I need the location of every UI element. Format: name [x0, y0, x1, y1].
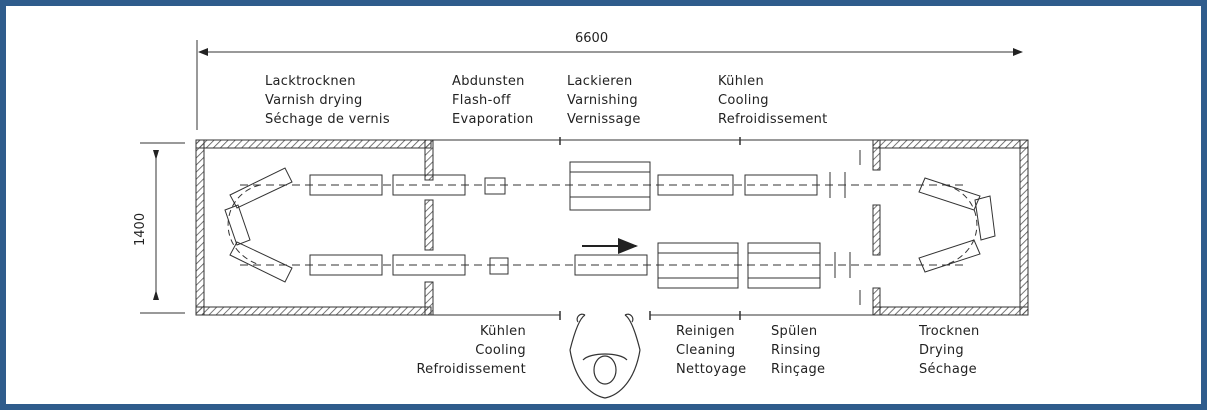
label-line: Abdunsten [452, 74, 525, 89]
label-line: Drying [919, 343, 964, 358]
label-line: Lackieren [567, 74, 633, 89]
label-flash-off: Abdunsten Flash-off Evaporation [452, 72, 534, 129]
label-line: Kühlen [479, 324, 526, 339]
label-line: Cooling [718, 93, 769, 108]
conveyor-track [227, 184, 978, 266]
label-line: Séchage de vernis [265, 112, 390, 127]
label-line: Evaporation [452, 112, 534, 127]
label-line: Kühlen [718, 74, 765, 89]
label-cooling-top: Kühlen Cooling Refroidissement [718, 72, 828, 129]
label-line: Trocknen [919, 324, 980, 339]
label-cleaning: Reinigen Cleaning Nettoyage [676, 322, 746, 379]
label-line: Vernissage [567, 112, 641, 127]
label-line: Séchage [919, 362, 977, 377]
label-varnish-drying: Lacktrocknen Varnish drying Séchage de v… [265, 72, 390, 129]
label-line: Rinçage [771, 362, 826, 377]
label-line: Lacktrocknen [265, 74, 356, 89]
operator-figure [569, 313, 641, 399]
label-line: Rinsing [771, 343, 821, 358]
label-line: Refroidissement [718, 112, 828, 127]
label-rinsing: Spülen Rinsing Rinçage [771, 322, 825, 379]
bottom-row-carriers [309, 242, 851, 289]
label-line: Nettoyage [676, 362, 747, 377]
label-line: Varnish drying [265, 93, 363, 108]
right-turn-carriers [918, 177, 996, 273]
label-line: Refroidissement [416, 362, 526, 377]
label-line: Spülen [771, 324, 818, 339]
label-cooling-bottom: Kühlen Cooling Refroidissement [398, 322, 526, 379]
width-dimension-label: 1400 [133, 212, 148, 246]
label-line: Cooling [475, 343, 526, 358]
width-dimension [140, 142, 185, 314]
label-line: Varnishing [567, 93, 638, 108]
label-line: Reinigen [676, 324, 735, 339]
length-dimension [196, 40, 1023, 130]
top-row-carriers [309, 161, 846, 211]
left-turn-carriers [224, 167, 293, 283]
label-line: Flash-off [452, 93, 511, 108]
length-dimension-label: 6600 [575, 31, 609, 46]
label-line: Cleaning [676, 343, 736, 358]
station-dividers [559, 137, 741, 320]
housing-outline [195, 139, 1029, 316]
label-varnishing: Lackieren Varnishing Vernissage [567, 72, 641, 129]
label-drying: Trocknen Drying Séchage [919, 322, 980, 379]
